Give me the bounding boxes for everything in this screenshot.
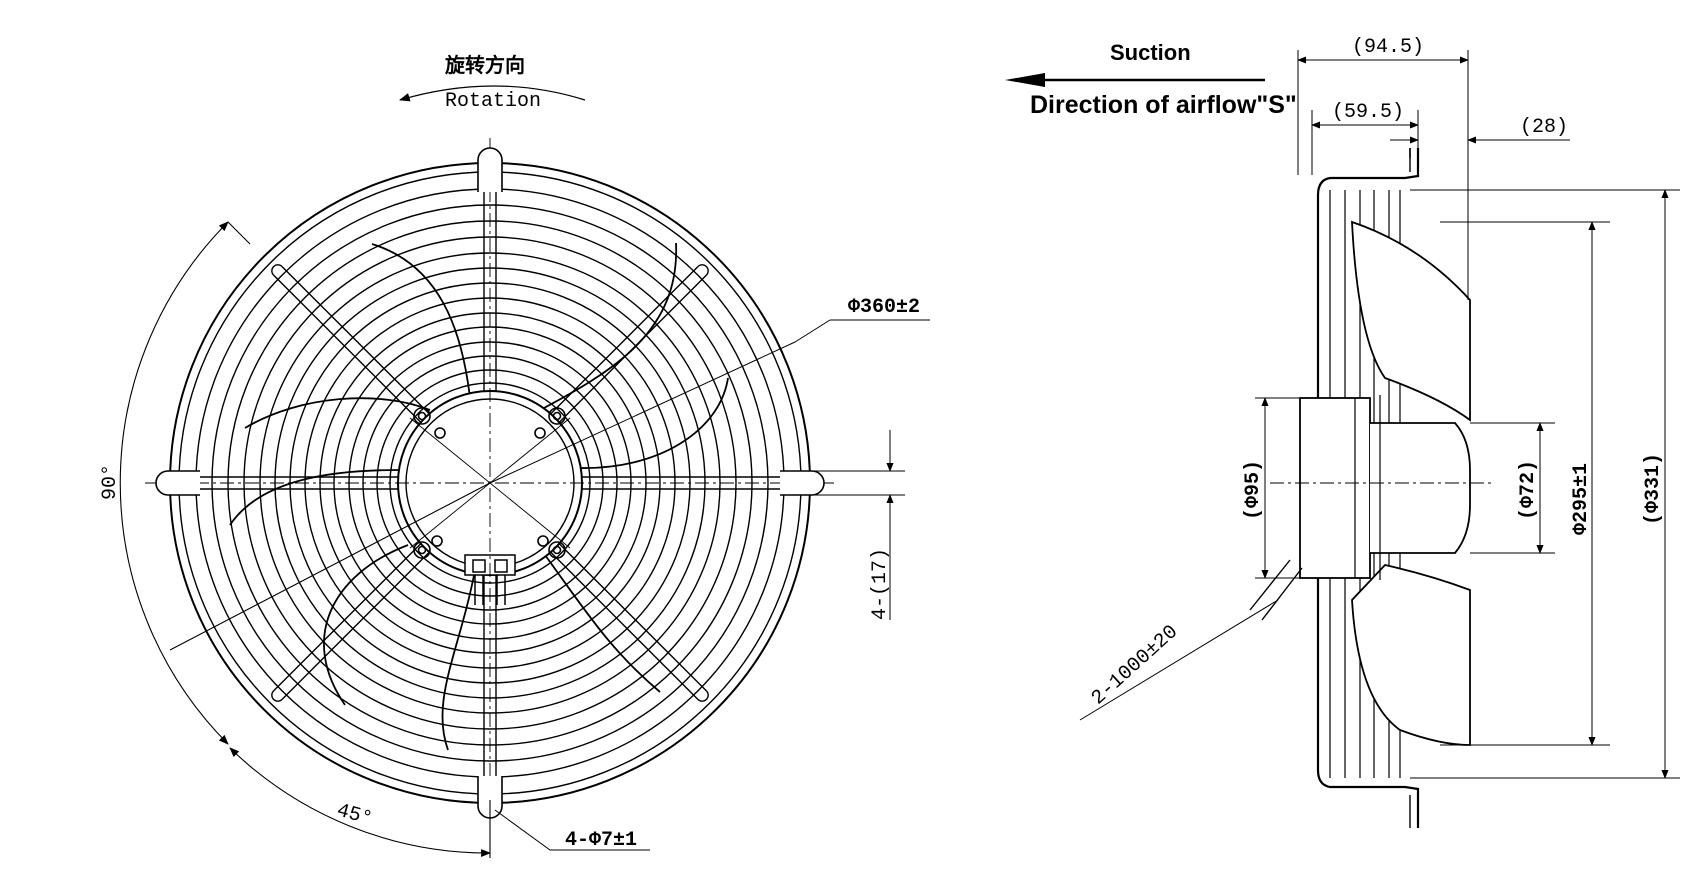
- fan-blades: [229, 242, 729, 751]
- side-view: [1005, 50, 1680, 828]
- guard-spoke: [550, 266, 699, 415]
- fan-blade: [441, 569, 476, 751]
- hub-bolt: [413, 541, 431, 559]
- rotation-label-en: Rotation: [445, 90, 541, 113]
- frame-dia-label: (Φ331): [1642, 453, 1665, 525]
- motor-dia-label: (Φ72): [1517, 460, 1540, 520]
- dia-360-leader: [489, 341, 796, 484]
- angle-arcs: [119, 221, 491, 858]
- hub-bolt: [548, 541, 566, 559]
- cable-side: [1249, 559, 1303, 621]
- motor-body-side: [1299, 397, 1371, 579]
- guard-spoke-end: [271, 690, 283, 702]
- blade-side-top: [1351, 220, 1471, 422]
- guard-spoke-end: [697, 264, 709, 276]
- fan-blade: [323, 544, 409, 706]
- depth-offset-label: (28): [1520, 116, 1568, 139]
- hub-dia-label: (Φ95): [1242, 460, 1265, 520]
- depth-total-label: (94.5): [1352, 36, 1424, 59]
- cable-length-label: 2-1000±20: [1087, 621, 1183, 710]
- blade-dia-label: Φ295±1: [1570, 463, 1593, 535]
- fan-blade: [229, 469, 399, 526]
- hub-bolt: [548, 407, 566, 425]
- guard-spoke: [550, 551, 699, 700]
- angle-90-label: 90°: [99, 464, 122, 500]
- guard-spoke-end: [697, 690, 709, 702]
- fan-blade: [244, 397, 431, 429]
- hub-screw: [534, 427, 546, 439]
- hub-bolt-inner: [552, 545, 562, 555]
- rotation-label-cn: 旋转方向: [444, 53, 525, 77]
- angle-45-label: 45°: [334, 800, 375, 832]
- motor-housing-side: [1370, 422, 1471, 554]
- dia-360-label: Φ360±2: [848, 296, 920, 319]
- cable-leader: [1079, 599, 1279, 721]
- guard-spoke: [281, 551, 430, 700]
- guard-spokes: [165, 158, 815, 808]
- depth-partial-label: (59.5): [1332, 101, 1404, 124]
- fan-blade: [371, 243, 471, 399]
- fan-blade: [577, 377, 729, 469]
- hub-bolt-inner: [552, 411, 562, 421]
- hub-bolt-inner: [417, 545, 427, 555]
- slot-width-label: 4-(17): [869, 548, 892, 620]
- hub-screw: [434, 427, 446, 439]
- center-lines: [145, 138, 838, 830]
- mount-hole-leader: [494, 809, 650, 851]
- fan-blade: [544, 554, 661, 693]
- front-view: [119, 85, 930, 858]
- slot-dimension: [812, 430, 905, 620]
- guard-spoke: [273, 274, 422, 423]
- guard-spoke: [273, 543, 422, 692]
- guard-spoke: [558, 543, 707, 692]
- right-dimensions: [1255, 189, 1680, 779]
- suction-label: Suction: [1110, 40, 1191, 65]
- fan-blade: [543, 242, 677, 409]
- blade-side-bottom: [1351, 564, 1471, 746]
- mount-holes-label: 4-Φ7±1: [565, 829, 637, 852]
- hub-bolts: [413, 407, 566, 559]
- guard-spoke: [281, 266, 430, 415]
- hub-screw: [431, 535, 443, 547]
- hub-bolt: [413, 407, 431, 425]
- top-dimensions: [1297, 50, 1570, 300]
- hub-screw: [537, 535, 549, 547]
- rotation-arrow: [398, 85, 586, 102]
- hub-bolt-inner: [417, 411, 427, 421]
- guard-spoke-end: [271, 264, 283, 276]
- guard-ring: [243, 236, 737, 730]
- airflow-label: Direction of airflow"S": [1030, 91, 1297, 119]
